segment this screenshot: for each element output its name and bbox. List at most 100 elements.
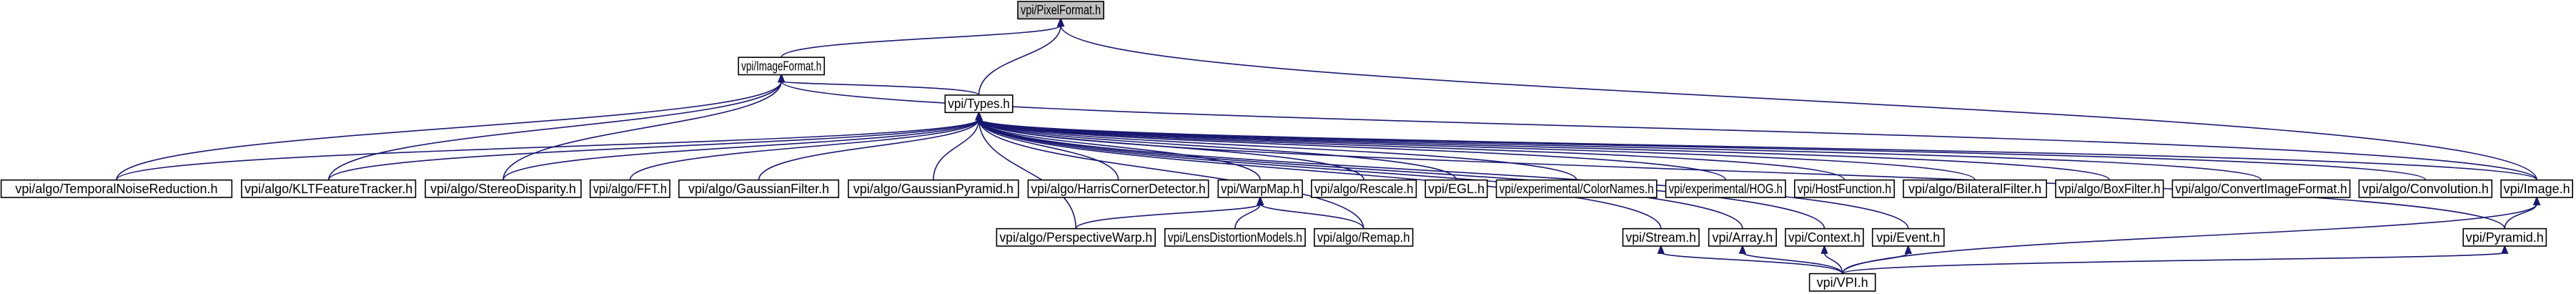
edge-klt-includes-types [327,111,983,180]
node-remap[interactable]: vpi/algo/Remap.h [1314,227,1414,247]
node-label: vpi/Stream.h [1626,230,1697,245]
node-box [848,179,1019,198]
node-label: vpi/algo/ConvertImageFormat.h [2175,182,2347,196]
edge-layer [116,17,2541,275]
node-box [1314,227,1414,247]
edge-line [781,81,2537,180]
edge-line [978,119,1119,180]
node-image[interactable]: vpi/Image.h [2500,179,2573,198]
node-box [1311,179,1417,198]
node-label: vpi/experimental/ColorNames.h [1500,182,1654,196]
node-lens[interactable]: vpi/LensDistortionModels.h [1164,227,1306,247]
node-tnr[interactable]: vpi/algo/TemporalNoiseReduction.h [0,179,233,198]
edge-warpmap-includes-types [975,111,1261,180]
node-imageformat[interactable]: vpi/ImageFormat.h [738,57,826,76]
node-label: vpi/Context.h [1788,230,1861,245]
edge-line [978,118,1976,181]
edge-line [1841,203,2537,274]
edge-vpi-includes-array [1738,244,1843,274]
arrowhead-icon [778,73,786,83]
node-label: vpi/algo/PerspectiveWarp.h [999,230,1152,245]
node-label: vpi/algo/HarrisCornerDetector.h [1031,182,1205,196]
edge-vpi-includes-pyramid [1841,244,2509,275]
node-box [2171,179,2351,198]
edge-line [978,118,2537,181]
node-label: vpi/LensDistortionModels.h [1168,230,1302,245]
node-vpi[interactable]: vpi/VPI.h [1808,273,1876,292]
edge-klt-includes-imageformat [327,73,786,180]
node-label: vpi/algo/BilateralFilter.h [1908,182,2041,196]
arrowhead-icon [1904,244,1912,254]
node-label: vpi/Types.h [948,97,1010,111]
node-hostfunc[interactable]: vpi/HostFunction.h [1793,179,1895,198]
node-harris[interactable]: vpi/algo/HarrisCornerDetector.h [1027,179,1209,198]
node-bilateral[interactable]: vpi/algo/BilateralFilter.h [1903,179,2047,198]
node-stream[interactable]: vpi/Stream.h [1622,227,1700,247]
node-stereo[interactable]: vpi/algo/StereoDisparity.h [425,179,582,198]
node-box [2358,179,2493,198]
node-label: vpi/WarpMap.h [1221,182,1299,196]
node-colornames[interactable]: vpi/experimental/ColorNames.h [1495,179,1658,198]
node-box [1785,227,1864,247]
edge-types-includes-pixelformat [978,17,1065,95]
node-array[interactable]: vpi/Array.h [1708,227,1777,247]
edge-line [978,119,1743,229]
edge-image-includes-pixelformat [1056,17,2537,180]
node-box [2462,227,2547,247]
node-label: vpi/PixelFormat.h [1021,3,1101,17]
node-box [1217,179,1303,198]
edge-line [758,119,980,180]
edge-line [978,119,1826,229]
node-types[interactable]: vpi/Types.h [944,94,1014,114]
edge-harris-includes-types [975,111,1119,180]
edge-line [978,119,1261,180]
node-label: vpi/algo/StereoDisparity.h [430,182,576,196]
edge-image-includes-imageformat [778,73,2537,180]
node-label: vpi/algo/GaussianFilter.h [688,182,829,196]
node-convolution[interactable]: vpi/algo/Convolution.h [2358,179,2493,198]
node-label: vpi/algo/Convolution.h [2362,182,2489,196]
node-label: vpi/algo/BoxFilter.h [2059,182,2161,196]
edge-line [978,118,1727,180]
node-warpmap[interactable]: vpi/WarpMap.h [1217,179,1303,198]
node-box [944,94,1014,114]
node-box [0,179,233,198]
edge-line [978,118,2111,181]
node-box [2500,179,2573,198]
node-label: vpi/ImageFormat.h [741,59,821,73]
edge-line [978,119,1662,229]
node-label: vpi/Array.h [1713,230,1773,245]
edge-line [978,119,1364,229]
node-label: vpi/algo/TemporalNoiseReduction.h [15,182,217,196]
node-fft[interactable]: vpi/algo/FFT.h [589,179,670,198]
node-label: vpi/EGL.h [1428,182,1485,196]
node-context[interactable]: vpi/Context.h [1785,227,1864,247]
edge-line [2504,203,2537,229]
node-gausspyr[interactable]: vpi/algo/GaussianPyramid.h [848,179,1019,198]
node-label: vpi/Image.h [2504,182,2570,196]
node-event[interactable]: vpi/Event.h [1871,227,1945,247]
node-pyramid[interactable]: vpi/Pyramid.h [2462,227,2547,247]
node-box [1425,179,1488,198]
edge-line [781,80,980,96]
node-boxfilter[interactable]: vpi/algo/BoxFilter.h [2055,179,2164,198]
node-persp[interactable]: vpi/algo/PerspectiveWarp.h [996,227,1156,247]
edge-line [978,25,1061,95]
node-rescale[interactable]: vpi/algo/Rescale.h [1311,179,1417,198]
edge-line [1660,252,1843,275]
edge-line [978,118,1846,181]
arrowhead-icon [1056,17,1065,27]
node-box [425,179,582,198]
node-klt[interactable]: vpi/algo/KLTFeatureTracker.h [241,179,417,198]
node-convimg[interactable]: vpi/algo/ConvertImageFormat.h [2171,179,2351,198]
edge-line [1841,252,1909,274]
node-box [996,227,1156,247]
edge-line [502,118,980,180]
node-box [1164,227,1306,247]
node-egl[interactable]: vpi/EGL.h [1425,179,1488,198]
edge-line [1841,252,2506,275]
node-gaussfilter[interactable]: vpi/algo/GaussianFilter.h [678,179,840,198]
node-hog[interactable]: vpi/experimental/HOG.h [1665,179,1786,198]
edge-line [327,118,980,180]
node-box [1027,179,1209,198]
